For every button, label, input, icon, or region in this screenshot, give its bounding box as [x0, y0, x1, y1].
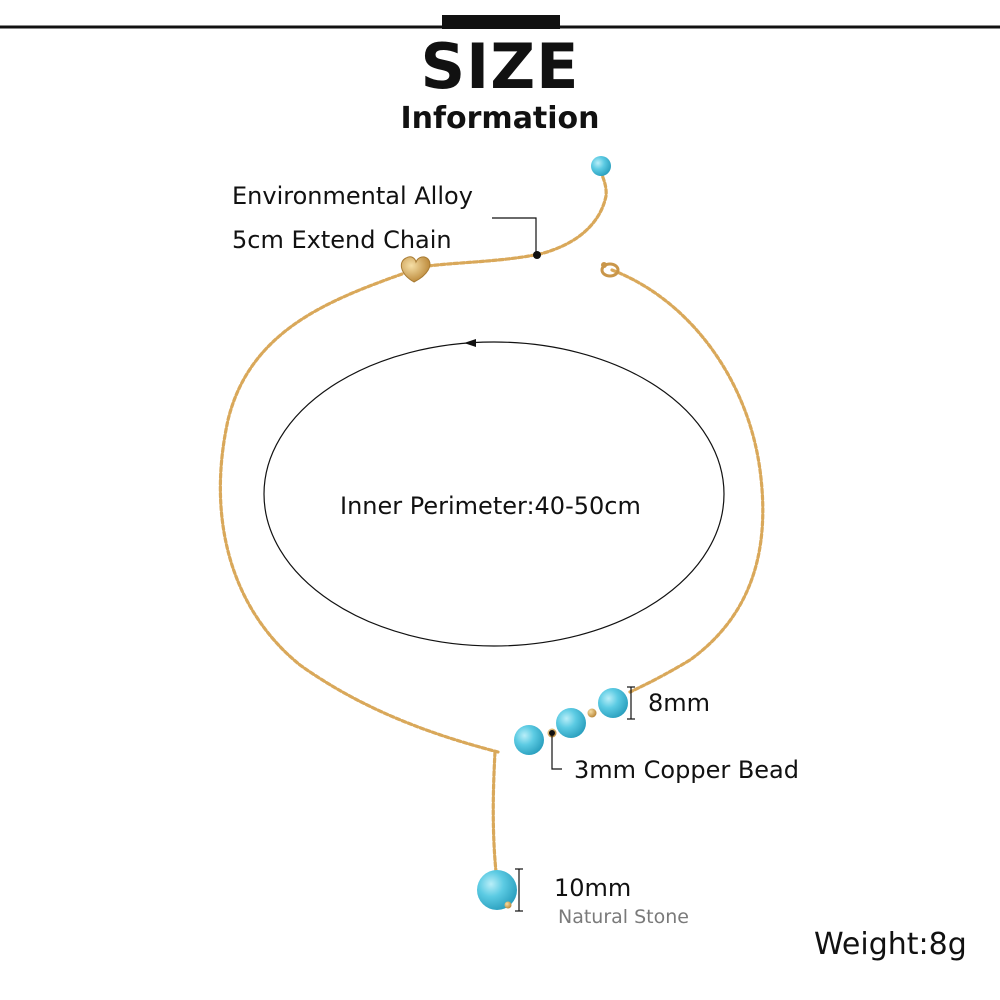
page-subtitle: Information: [400, 101, 600, 136]
weight-label: Weight:8g: [814, 927, 967, 962]
page-title: SIZE: [420, 30, 580, 103]
header-rule: [0, 15, 1000, 29]
copper-bead-pointer: [549, 730, 562, 770]
bead-cluster: [514, 688, 628, 755]
bead-size-bracket: [627, 686, 635, 720]
bead-size-label: 8mm: [648, 689, 711, 717]
stone-size-bracket: [515, 868, 523, 912]
perimeter-oval: [263, 339, 725, 647]
extender-pointer: [492, 217, 541, 259]
perimeter-label: Inner Perimeter:40-50cm: [340, 492, 641, 520]
copper-bead-label: 3mm Copper Bead: [574, 756, 799, 784]
stone-type-label: Natural Stone: [558, 906, 689, 928]
material-label: Environmental Alloy: [232, 182, 473, 210]
gold-chain: [218, 170, 765, 874]
pendant-stone: [477, 870, 517, 910]
extend-chain-label: 5cm Extend Chain: [232, 226, 452, 254]
clasp-icon: [600, 262, 620, 278]
stone-size-label: 10mm: [554, 874, 632, 902]
heart-charm-icon: [400, 256, 431, 283]
extender-bead: [591, 156, 611, 176]
